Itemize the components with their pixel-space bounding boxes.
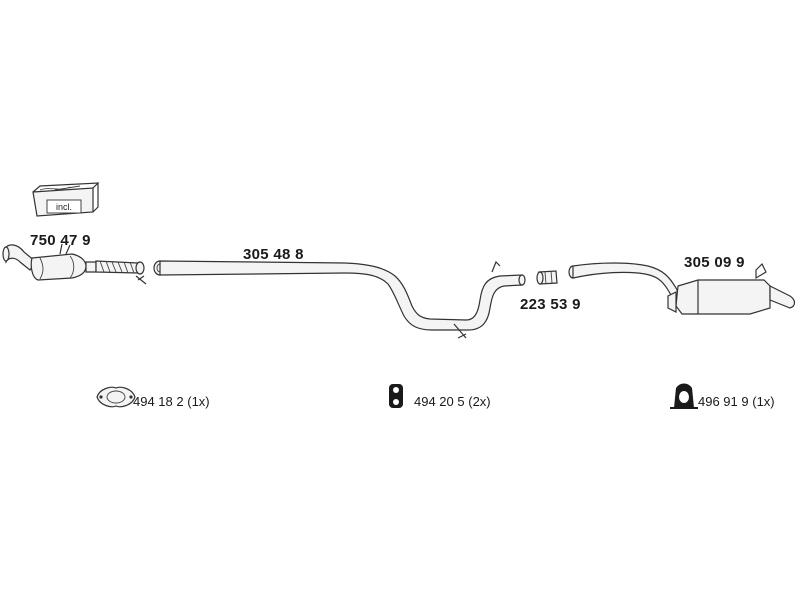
accessory-part-number: 496 91 9 <box>698 394 749 409</box>
accessory-quantity: (1x) <box>752 394 775 409</box>
rubber-mount-icon <box>670 383 698 409</box>
part-label-223-53-9: 223 53 9 <box>520 296 581 313</box>
part-label-305-09-9: 305 09 9 <box>684 254 745 271</box>
accessory-quantity: (1x) <box>187 394 210 409</box>
accessory-quantity: (2x) <box>468 394 491 409</box>
accessory-part-number: 494 20 5 <box>414 394 465 409</box>
middle-pipe <box>153 260 526 339</box>
accessory-rubber-hanger: 494 20 5 (2x) <box>414 394 491 409</box>
accessory-part-number: 494 18 2 <box>133 394 184 409</box>
gasket-icon <box>96 386 136 408</box>
catalytic-converter-front-pipe <box>2 243 147 285</box>
pipe-clamp <box>536 270 558 285</box>
rubber-hanger-icon <box>389 384 403 408</box>
mounting-kit-box: incl. <box>32 182 100 217</box>
kit-label: incl. <box>56 202 72 212</box>
accessory-rubber-mount: 496 91 9 (1x) <box>698 394 775 409</box>
rear-silencer <box>568 262 796 315</box>
part-label-305-48-8: 305 48 8 <box>243 246 304 263</box>
part-label-750-47-9: 750 47 9 <box>30 232 91 249</box>
accessory-gasket: 494 18 2 (1x) <box>133 394 210 409</box>
